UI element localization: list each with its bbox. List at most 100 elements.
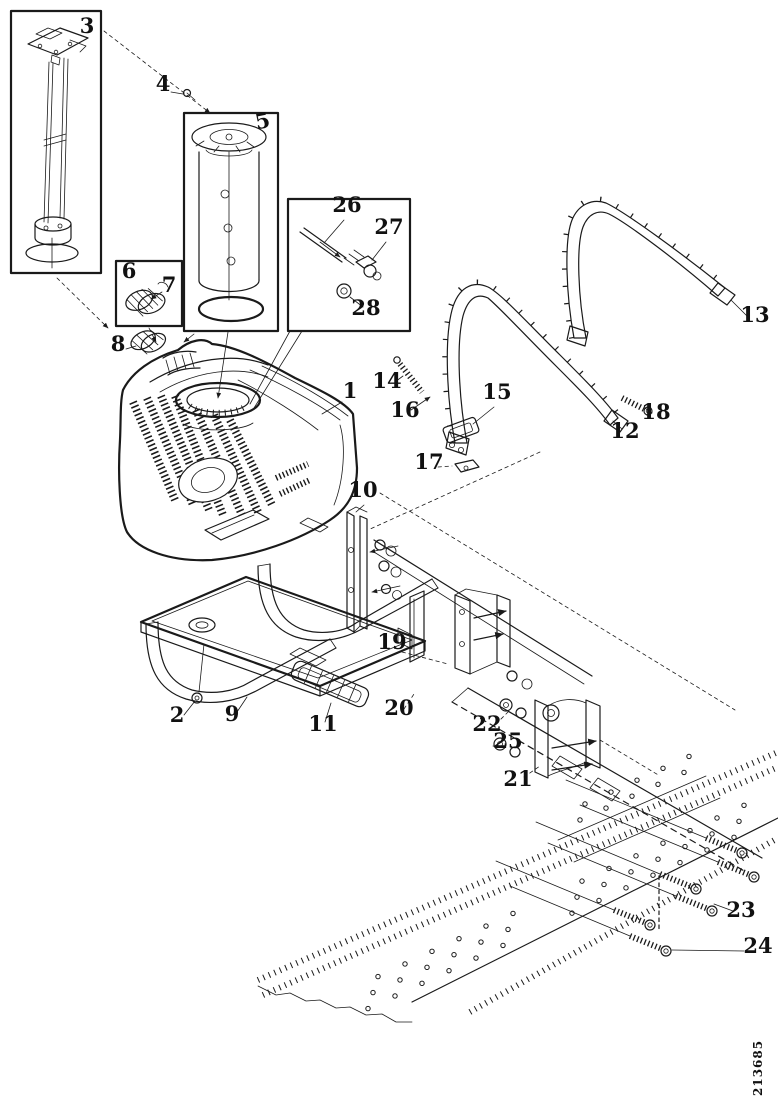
rail-hole: [677, 859, 683, 866]
callout-11: 11: [308, 711, 337, 736]
rail-hole: [623, 885, 629, 891]
fitting-27: [343, 249, 382, 281]
rail-hole: [505, 926, 511, 933]
strap-clamp-15: [442, 416, 480, 453]
rail-hole: [655, 781, 661, 787]
detail-box-26-28-fittings: [249, 197, 412, 409]
callout-22: 22: [472, 711, 501, 736]
rail-hole: [397, 977, 403, 983]
document-number: 213685: [751, 1040, 765, 1096]
rail-hole: [579, 878, 585, 884]
callout-20: 20: [384, 695, 413, 720]
detail-box-3-sender: [9, 9, 103, 275]
callout-1: 1: [343, 378, 358, 403]
rail-hole: [478, 939, 484, 945]
callout-13: 13: [740, 302, 769, 327]
spacer-11: [290, 660, 370, 708]
callout-25: 25: [493, 728, 522, 753]
rail-perforations: [365, 753, 747, 1012]
callout-18: 18: [641, 399, 670, 424]
rail-hole: [603, 805, 609, 811]
rail-hole: [606, 865, 612, 872]
fuel-tank: [118, 339, 359, 562]
bracket-19: [401, 588, 511, 675]
callout-2: 2: [170, 702, 185, 727]
callout-5: 5: [253, 107, 273, 134]
rail-hole: [375, 973, 381, 980]
callout-15: 15: [482, 379, 511, 404]
filler-neck: [162, 350, 201, 376]
rail-hole: [424, 964, 430, 971]
callout-26: 26: [332, 192, 361, 217]
rail-hole: [629, 793, 635, 799]
plug-2: [191, 643, 205, 704]
vent-cap-8: [130, 329, 167, 355]
rail-hole: [655, 856, 661, 862]
rail-hole: [633, 853, 639, 859]
plate-20: [397, 590, 425, 663]
rail-hole: [500, 942, 506, 949]
rail-hole: [650, 872, 656, 878]
rail-hole: [365, 1005, 371, 1012]
rail-hole: [429, 948, 435, 955]
rail-hole: [402, 961, 408, 967]
callout-19: 19: [377, 629, 406, 654]
rail-hole: [709, 831, 715, 837]
callout-10: 10: [348, 477, 377, 502]
rail-hole: [736, 818, 742, 825]
callout-17: 17: [414, 449, 443, 474]
rail-hole: [473, 955, 479, 961]
callout-14: 14: [372, 368, 401, 393]
detail-box-5-standpipe: [182, 111, 280, 399]
rail-hole: [596, 897, 602, 904]
rail-hole: [601, 881, 607, 888]
callout-28: 28: [351, 295, 380, 320]
rail-hole: [634, 777, 640, 783]
rail-hole: [704, 847, 710, 853]
rail-hole: [370, 989, 376, 996]
callout-21: 21: [503, 766, 532, 791]
rail-hole: [741, 802, 747, 809]
callout-7: 7: [162, 272, 177, 297]
callout-24: 24: [743, 933, 772, 958]
frame-rail: [256, 749, 778, 1023]
callout-6: 6: [122, 258, 137, 283]
rail-hole: [714, 815, 720, 821]
rail-bolts: [495, 779, 760, 957]
rail-hole: [392, 993, 398, 999]
callout-3: 3: [80, 13, 95, 38]
callout-23: 23: [726, 897, 755, 922]
fitting-28: [336, 283, 352, 299]
rail-hole: [681, 769, 687, 776]
callout-12: 12: [610, 418, 639, 443]
rail-hole: [419, 980, 425, 987]
bolt-23: [658, 835, 760, 917]
rail-hole: [686, 753, 692, 760]
callout-16: 16: [390, 397, 419, 422]
bolt-24: [612, 907, 672, 957]
rail-hole: [628, 869, 634, 875]
rail-hole: [660, 765, 666, 771]
rail-hole: [446, 967, 452, 974]
callout-8: 8: [111, 331, 126, 356]
strap-bolt-18: [620, 395, 653, 416]
detail-box-6-cap: [114, 259, 184, 343]
rail-hole: [660, 840, 666, 846]
rail-hole: [510, 910, 516, 917]
j-rod-straps-9: [145, 563, 439, 704]
rail-hole: [582, 801, 588, 807]
callout-27: 27: [374, 214, 403, 239]
strap-12: [442, 279, 629, 456]
support-beam: [367, 451, 736, 711]
callout-leader-lines: [125, 91, 749, 952]
rail-hole: [456, 935, 462, 942]
bracket-10: [346, 506, 401, 633]
rail-hole: [451, 951, 457, 958]
rail-hole: [731, 834, 737, 841]
strap-13: [561, 196, 736, 347]
rail-hole: [577, 817, 583, 823]
alignment-leaders: [56, 30, 211, 329]
